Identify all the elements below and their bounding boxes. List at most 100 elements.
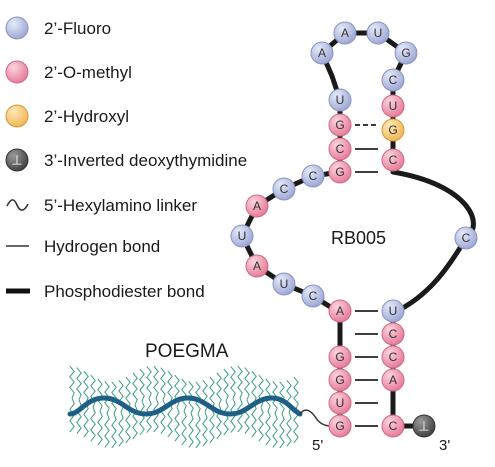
- nucleotide-letter: G: [335, 118, 344, 132]
- poegma-side-chain: [244, 367, 250, 400]
- nucleotide-bead: [381, 118, 405, 142]
- poegma-side-chain: [223, 400, 229, 436]
- nucleotide: C: [328, 137, 352, 161]
- nucleotide-bead: [245, 254, 269, 278]
- poegma-side-chain: [251, 370, 257, 404]
- nucleotide: G: [381, 118, 405, 142]
- poegma-side-chain: [279, 413, 285, 449]
- poegma-side-chain: [125, 376, 131, 410]
- poegma-polymer: POEGMA: [67, 341, 303, 449]
- poegma-side-chain: [209, 408, 215, 444]
- nucleotide-letter: G: [401, 46, 410, 60]
- nucleotide: U: [328, 88, 352, 112]
- nucleotide: U: [381, 299, 405, 323]
- poegma-side-chain: [153, 397, 159, 433]
- poegma-side-chain: [209, 376, 215, 410]
- poegma-side-chain: [293, 376, 299, 410]
- nucleotide-bead: [328, 113, 352, 137]
- nucleotide: A: [310, 41, 334, 65]
- nucleotide-bead: [272, 272, 296, 296]
- poegma-side-chain: [251, 402, 257, 438]
- poegma-side-chain: [69, 365, 75, 399]
- nucleotide-letter: G: [335, 419, 344, 433]
- nucleotide-bead: [454, 226, 478, 250]
- nucleotide-bead: [328, 391, 352, 415]
- nucleotide-bead: [328, 345, 352, 369]
- nucleotide: C: [381, 68, 405, 92]
- aptamer-name-label: RB005: [331, 228, 386, 248]
- poegma-side-chain: [286, 412, 292, 447]
- nucleotide-bead: [333, 21, 357, 45]
- nucleotide-letter: C: [336, 142, 345, 156]
- poegma-side-chain: [111, 381, 117, 415]
- nucleotide-bead: [245, 194, 269, 218]
- nucleotide: A: [333, 21, 357, 45]
- nucleotide: A: [245, 254, 269, 278]
- nucleotide: U: [381, 94, 405, 118]
- nucleotide-letter: C: [389, 153, 398, 167]
- nucleotide-bead: [381, 414, 405, 438]
- nucleotide-letter: U: [280, 277, 289, 291]
- legend-omethyl-swatch: [5, 60, 29, 84]
- nucleotide: C: [454, 226, 478, 250]
- nucleotide-letter: U: [389, 304, 398, 318]
- nucleotide: G: [328, 345, 352, 369]
- nucleotide: C: [381, 148, 405, 172]
- nucleotide: U: [366, 21, 390, 45]
- nucleotide: G: [328, 160, 352, 184]
- legend-phospho-label: Phosphodiester bond: [44, 282, 205, 301]
- nucleotide: A: [328, 299, 352, 323]
- nucleotide-bead: [272, 177, 296, 201]
- poegma-side-chains: [69, 365, 299, 449]
- poegma-side-chain: [97, 410, 103, 446]
- legend-fluoro-swatch: [5, 16, 29, 40]
- poegma-side-chain: [90, 407, 96, 442]
- poegma-side-chain: [265, 410, 271, 446]
- nucleotide-bead: [381, 68, 405, 92]
- nucleotide-bead: [328, 368, 352, 392]
- nucleotide-bead: [366, 21, 390, 45]
- nucleotide-letter: A: [389, 373, 397, 387]
- nucleotide-letter: C: [389, 327, 398, 341]
- three-prime-label: 3': [439, 437, 450, 454]
- inverted-dt-cap: ⊥: [412, 414, 436, 438]
- legend-linker-glyph: [6, 199, 29, 211]
- nucleotide-bead: [381, 345, 405, 369]
- nucleotide: G: [394, 41, 418, 65]
- poegma-side-chain: [202, 379, 208, 413]
- nucleotide: U: [328, 391, 352, 415]
- nucleotide: A: [245, 194, 269, 218]
- nucleotide-bead: [381, 94, 405, 118]
- nucleotide-bead: [381, 322, 405, 346]
- poegma-side-chain: [223, 368, 229, 402]
- nucleotide-letter: U: [336, 396, 345, 410]
- poegma-side-chain: [272, 413, 278, 448]
- nucleotide: C: [381, 414, 405, 438]
- poegma-side-chain: [132, 372, 138, 405]
- poegma-side-chain: [118, 379, 124, 413]
- legend-fluoro-label: 2’-Fluoro: [44, 19, 111, 38]
- poegma-side-chain: [104, 413, 110, 448]
- legend-hydroxyl-label: 2’-Hydroxyl: [44, 107, 129, 126]
- nucleotide: C: [381, 345, 405, 369]
- legend-inverted-symbol: ⊥: [11, 154, 22, 169]
- nucleotide-letter: A: [318, 46, 326, 60]
- poegma-side-chain: [118, 412, 124, 447]
- poegma-side-chain: [237, 397, 243, 433]
- poegma-side-chain: [160, 367, 166, 400]
- nucleotide-bead: [381, 368, 405, 392]
- nucleotide-letter: A: [336, 304, 344, 318]
- nucleotide-bead: [381, 148, 405, 172]
- nucleotide: G: [328, 113, 352, 137]
- poegma-side-chain: [265, 378, 271, 412]
- poegma-side-chain: [111, 413, 117, 449]
- legend-hbond-label: Hydrogen bond: [44, 237, 160, 256]
- nucleotide-letter: A: [253, 199, 261, 213]
- nucleotide: C: [272, 177, 296, 201]
- poegma-side-chain: [83, 370, 89, 404]
- poegma-side-chain: [181, 410, 187, 446]
- nucleotide-letter: A: [341, 26, 349, 40]
- poegma-side-chain: [76, 399, 82, 435]
- nucleotide-letter: U: [374, 26, 383, 40]
- nucleotide: C: [301, 164, 325, 188]
